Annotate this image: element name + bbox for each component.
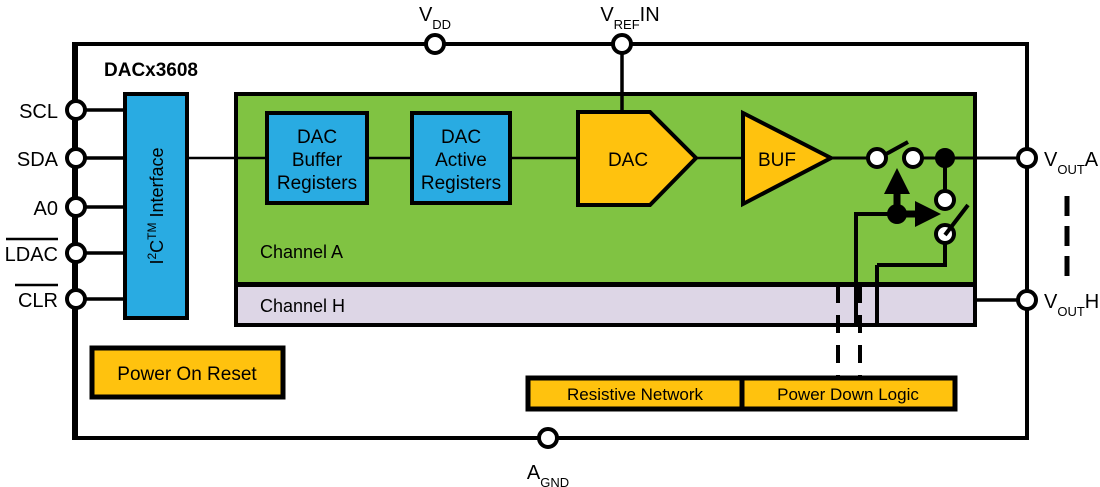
pin-vdd-label: VDD — [419, 4, 451, 32]
pin-scl-terminal[interactable] — [65, 99, 87, 121]
power-on-reset-block[interactable]: Power On Reset — [89, 345, 286, 400]
pin-vdd-terminal[interactable] — [424, 33, 446, 55]
pin-sda[interactable]: SDA — [17, 147, 87, 171]
switch1-right-terminal[interactable] — [902, 147, 924, 169]
pin-ldac-terminal[interactable] — [65, 242, 87, 264]
buf-block[interactable]: BUF — [741, 109, 836, 208]
dac-block[interactable]: DAC — [576, 110, 699, 207]
pin-sda-label: SDA — [17, 149, 59, 171]
power-down-dashed-lines — [836, 285, 862, 378]
resistive-network-label: Resistive Network — [567, 385, 704, 404]
dac-buffer-registers-line1: DAC — [297, 127, 337, 148]
power-down-logic-block[interactable]: Power Down Logic — [739, 375, 958, 412]
pin-ldac[interactable]: LDAC — [5, 237, 87, 266]
pin-clr-terminal[interactable] — [65, 288, 87, 310]
pin-vouth-terminal[interactable] — [1016, 289, 1038, 311]
power-down-logic-label: Power Down Logic — [777, 385, 919, 404]
chip-title: DACx3608 — [104, 60, 198, 81]
pin-scl-label: SCL — [19, 101, 58, 123]
pin-scl[interactable]: SCL — [19, 99, 87, 123]
pin-vouta-label: VOUTA — [1044, 149, 1099, 177]
dac-label: DAC — [608, 150, 648, 171]
dac-active-registers-block[interactable]: DAC Active Registers — [410, 111, 512, 205]
dac-buffer-registers-block[interactable]: DAC Buffer Registers — [265, 111, 369, 205]
dac-active-registers-line3: Registers — [421, 173, 501, 194]
channel-a-label: Channel A — [260, 242, 343, 262]
pin-vouth-label: VOUTH — [1044, 291, 1099, 319]
pin-vrefin-label: VREFIN — [600, 4, 659, 32]
pin-a0[interactable]: A0 — [34, 196, 87, 220]
pin-vdd[interactable]: VDD — [419, 4, 451, 55]
i2c-interface-label: I2CTM Interface — [145, 147, 167, 264]
pin-vouta-terminal[interactable] — [1016, 147, 1038, 169]
dac-buffer-registers-line2: Buffer — [292, 150, 343, 171]
switch2-top-terminal[interactable] — [934, 189, 956, 211]
buf-label: BUF — [758, 150, 796, 171]
pin-clr-label: CLR — [18, 290, 58, 312]
pin-vouta[interactable]: VOUTA — [1016, 147, 1099, 177]
pin-vrefin-terminal[interactable] — [611, 33, 633, 55]
dac-buffer-registers-line3: Registers — [277, 173, 357, 194]
switch-right-arrow — [915, 201, 941, 227]
pin-ldac-label: LDAC — [5, 244, 58, 266]
resistive-network-block[interactable]: Resistive Network — [525, 375, 745, 412]
i2c-interface-block[interactable]: I2CTM Interface — [123, 92, 189, 320]
pin-agnd-terminal[interactable] — [537, 427, 559, 449]
dac-active-registers-line1: DAC — [441, 127, 481, 148]
pin-a0-terminal[interactable] — [65, 196, 87, 218]
pin-vrefin[interactable]: VREFIN — [600, 4, 660, 55]
channel-h-block — [234, 283, 977, 327]
dac-active-registers-line2: Active — [435, 150, 487, 171]
pin-agnd[interactable]: AGND — [527, 427, 569, 487]
switch1-left-terminal[interactable] — [866, 147, 888, 169]
pin-agnd-label: AGND — [527, 462, 569, 487]
pin-sda-terminal[interactable] — [65, 147, 87, 169]
power-on-reset-label: Power On Reset — [117, 364, 257, 385]
pin-a0-label: A0 — [34, 198, 58, 220]
channel-h-label: Channel H — [260, 296, 345, 316]
switch-up-arrow — [884, 168, 910, 194]
output-switch-network[interactable] — [854, 140, 970, 325]
pin-vouth[interactable]: VOUTH — [1016, 289, 1099, 319]
pin-clr[interactable]: CLR — [15, 283, 87, 312]
